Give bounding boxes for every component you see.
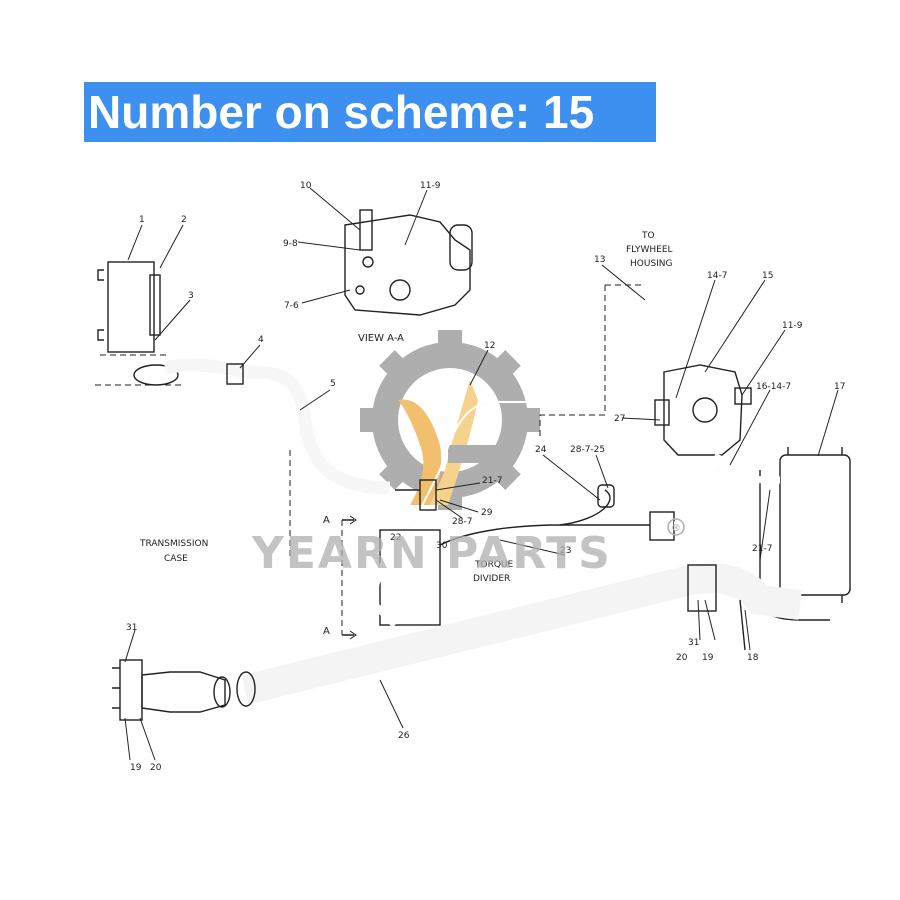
callout-21-7-mid: 21-7 (482, 476, 502, 486)
callout-11-9-right: 11-9 (782, 321, 803, 331)
flywheel-label-line1: TO (641, 231, 655, 241)
callout-29: 29 (481, 508, 493, 518)
callout-3: 3 (188, 291, 194, 301)
callout-23: 23 (560, 546, 571, 556)
transmission-label-line1: TRANSMISSION (139, 539, 208, 549)
callout-27: 27 (614, 414, 625, 424)
watermark-gear-icon (360, 330, 540, 510)
flywheel-label-line3: HOUSING (630, 259, 673, 269)
callout-18: 18 (747, 653, 759, 663)
tube-line-12 (414, 284, 652, 521)
callout-15: 15 (762, 271, 773, 281)
callout-13: 13 (594, 255, 605, 265)
section-a-top: A (323, 515, 330, 526)
valve-view-aa (344, 209, 473, 316)
section-marker-aa (289, 450, 357, 640)
callout-leader-lines (124, 187, 839, 761)
torque-label-line2: DIVIDER (473, 574, 510, 584)
callout-9-8: 9-8 (283, 239, 298, 249)
callout-21-7-right: 21-7 (752, 544, 772, 554)
callout-30: 30 (436, 541, 448, 551)
callout-10: 10 (300, 181, 312, 191)
callout-4: 4 (258, 335, 264, 345)
callout-20-right: 20 (676, 653, 688, 663)
callout-31-right: 31 (688, 638, 699, 648)
watermark-text: YEARN PARTS (251, 528, 612, 579)
section-a-bottom: A (323, 626, 330, 637)
callout-22: 22 (390, 533, 401, 543)
callout-19-left: 19 (130, 763, 142, 773)
callout-28-7: 28-7 (452, 517, 472, 527)
callout-12: 12 (484, 341, 495, 351)
callout-28-7-25: 28-7-25 (570, 445, 605, 455)
callout-14-7: 14-7 (707, 271, 727, 281)
callout-20-left: 20 (150, 763, 162, 773)
callout-1: 1 (139, 215, 145, 225)
pump-15 (654, 364, 752, 456)
callout-24: 24 (535, 445, 547, 455)
callout-5: 5 (330, 379, 336, 389)
transmission-label-line2: CASE (164, 554, 188, 564)
registered-mark-icon (667, 518, 685, 536)
callout-26: 26 (398, 731, 410, 741)
scheme-number-banner: Number on scheme: 15 (84, 82, 656, 142)
tube-line-23 (439, 452, 781, 546)
callout-11-9-top: 11-9 (420, 181, 441, 191)
flange-coupling-left (112, 659, 231, 721)
callout-19-right: 19 (702, 653, 714, 663)
callout-16-14-7: 16-14-7 (756, 382, 791, 392)
callout-31-left: 31 (126, 623, 137, 633)
hose-26 (236, 563, 802, 707)
callout-2: 2 (181, 215, 187, 225)
torque-label-line1: TORQUE (474, 560, 514, 570)
flywheel-label-line2: FLYWHEEL (626, 245, 673, 255)
hose-assembly-5 (163, 358, 391, 495)
callout-7-6: 7-6 (284, 301, 299, 311)
pump-body (95, 261, 185, 386)
registered-mark: ® (671, 523, 681, 534)
view-aa-label: VIEW A-A (358, 333, 404, 344)
callout-17: 17 (834, 382, 845, 392)
torque-divider (365, 479, 441, 628)
